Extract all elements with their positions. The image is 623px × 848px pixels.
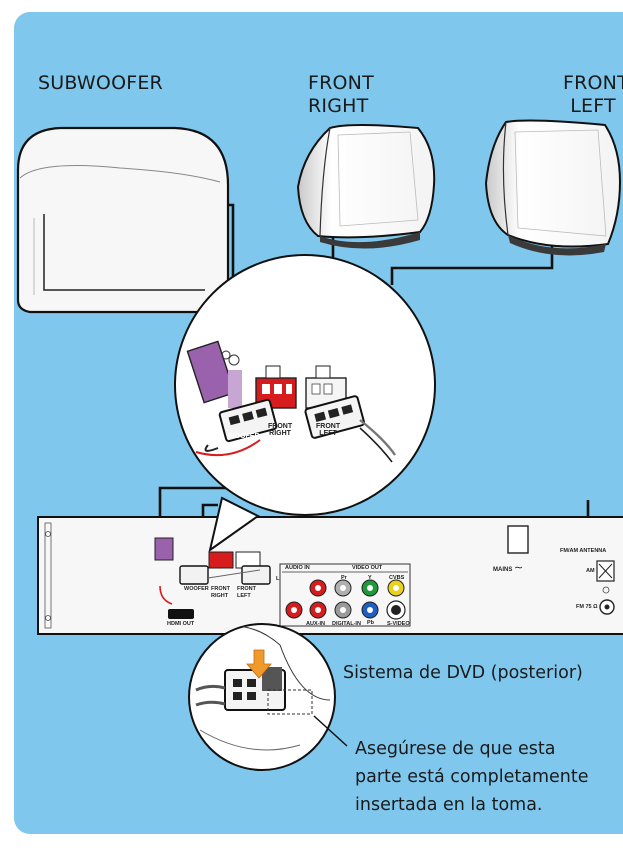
- digital-in-label: DIGITAL-IN: [332, 621, 361, 628]
- zoom-woofer-label: WOOFER: [228, 433, 260, 440]
- subwoofer-speaker: [18, 128, 228, 312]
- pb-label: Pb: [367, 620, 374, 627]
- am-label: AM: [586, 568, 595, 575]
- front-right-speaker: [298, 125, 434, 249]
- connector-magnifier: [189, 624, 335, 770]
- front-left-speaker: [486, 121, 620, 256]
- audio-in-label: AUDIO IN: [285, 565, 310, 572]
- mains-label: MAINS ∼: [493, 565, 523, 574]
- svideo-label: S-VIDEO: [387, 621, 410, 628]
- device-caption: Sistema de DVD (posterior): [343, 659, 583, 687]
- panel-l-label: L: [276, 576, 279, 583]
- hdmi-out-label: HDMI OUT: [167, 621, 194, 628]
- panel-woofer-label: WOOFER: [184, 586, 209, 593]
- fm-label: FM 75 Ω: [576, 604, 598, 611]
- cvbs-label: CVBS: [389, 575, 404, 582]
- insertion-note: Asegúrese de que esta parte está complet…: [355, 735, 588, 819]
- subwoofer-label: SUBWOOFER: [38, 72, 163, 95]
- y-label: Y: [368, 575, 372, 582]
- pr-label: Pr: [341, 575, 347, 582]
- dvd-rear-panel: [38, 517, 623, 634]
- aux-in-label: AUX-IN: [306, 621, 325, 628]
- video-out-label: VIDEO OUT: [352, 565, 382, 572]
- antenna-label: FM/AM ANTENNA: [560, 548, 606, 555]
